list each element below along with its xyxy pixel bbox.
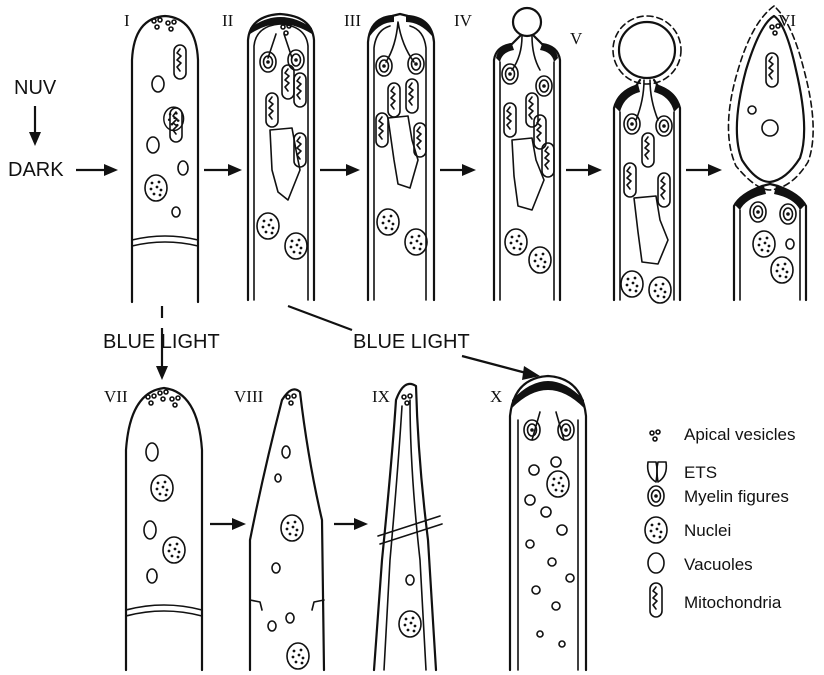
arrow-1-2 <box>204 164 242 176</box>
stage-10-hypha: X <box>490 376 586 670</box>
legend-nuclei: Nuclei <box>684 521 731 540</box>
legend-ets: ETS <box>684 463 717 482</box>
stage-8-label: VIII <box>234 387 264 406</box>
blue-light-label-1: BLUE LIGHT <box>103 331 220 353</box>
myelin-figures-icon <box>648 486 664 506</box>
stage-5-hypha: V <box>570 16 681 303</box>
stage-4-hypha: IV <box>454 8 560 300</box>
stage-1-hypha: I <box>124 11 198 302</box>
legend-mitochondria: Mitochondria <box>684 593 782 612</box>
stage-4-label: IV <box>454 11 473 30</box>
stage-7-hypha: VII <box>104 387 202 670</box>
apical-vesicles-icon <box>650 430 660 441</box>
arrow-3-4 <box>440 164 476 176</box>
stage-2-hypha: II <box>222 11 314 300</box>
stage-9-label: IX <box>372 387 390 406</box>
stage-6-label: VI <box>778 11 796 30</box>
vacuoles-icon <box>648 553 664 573</box>
arrow-7-8 <box>210 518 246 530</box>
stage-3-label: III <box>344 11 361 30</box>
stage-6-hypha: VI <box>728 6 813 300</box>
stage-1-label: I <box>124 11 130 30</box>
nuclei-icon <box>645 517 667 543</box>
arrow-8-9 <box>334 518 368 530</box>
stage-9-hypha: IX <box>372 384 442 670</box>
arrow-5-6 <box>686 164 722 176</box>
arrow-4-5 <box>566 164 602 176</box>
legend: Apical vesicles ETS Myelin figures Nucle… <box>645 425 796 617</box>
stage-8-hypha: VIII <box>234 387 324 670</box>
stage-7-label: VII <box>104 387 128 406</box>
legend-myelin-figures: Myelin figures <box>684 487 789 506</box>
stage-2-label: II <box>222 11 234 30</box>
stage-10-label: X <box>490 387 502 406</box>
ets-icon <box>648 462 667 482</box>
stage-5-label: V <box>570 29 583 48</box>
arrow-2-3 <box>320 164 360 176</box>
nuv-to-dark-arrow <box>29 106 41 146</box>
stage-3-hypha: III <box>344 11 434 300</box>
dark-label: DARK <box>8 159 64 181</box>
nuv-label: NUV <box>14 77 57 99</box>
dark-arrow <box>76 164 118 176</box>
legend-apical-vesicles: Apical vesicles <box>684 425 796 444</box>
legend-vacuoles: Vacuoles <box>684 555 753 574</box>
mitochondria-icon <box>650 583 662 617</box>
blue-light-label-2: BLUE LIGHT <box>353 331 470 353</box>
